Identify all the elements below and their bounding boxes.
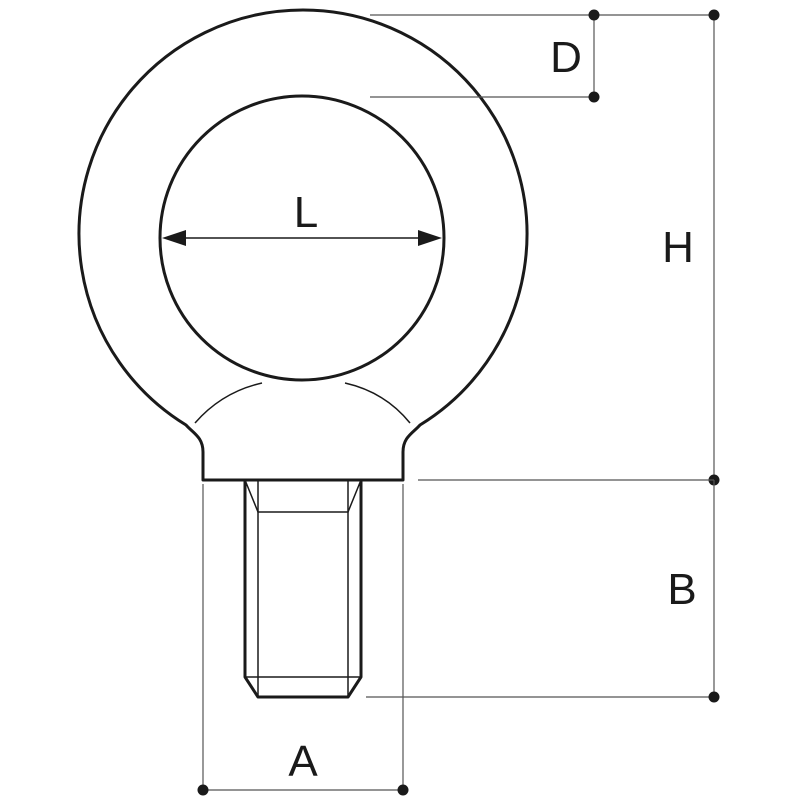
thread-chamfer-top — [244, 479, 362, 513]
dimension-a: A — [197, 484, 409, 796]
label-h: H — [662, 223, 694, 272]
dimension-d: D — [370, 9, 714, 103]
threaded-shank — [243, 480, 363, 699]
dimension-dot — [588, 9, 600, 21]
shoulder-arc-right — [344, 382, 411, 424]
eye-bolt-outline — [77, 8, 529, 482]
dimension-b: B — [366, 479, 720, 703]
label-d: D — [550, 33, 582, 82]
dimension-dot — [397, 784, 409, 796]
dimension-h: H — [662, 9, 720, 486]
arrowhead-right — [418, 230, 442, 246]
label-a: A — [288, 737, 318, 786]
shoulder-arc-left — [194, 382, 263, 424]
dimension-dot — [197, 784, 209, 796]
dimension-dot — [588, 91, 600, 103]
label-l: L — [294, 188, 318, 237]
dimension-l: L — [162, 188, 442, 246]
eye-inner-hole — [158, 94, 446, 382]
label-b: B — [667, 565, 696, 614]
dimension-dot — [708, 691, 720, 703]
arrowhead-left — [162, 230, 186, 246]
dimension-dot — [708, 9, 720, 21]
